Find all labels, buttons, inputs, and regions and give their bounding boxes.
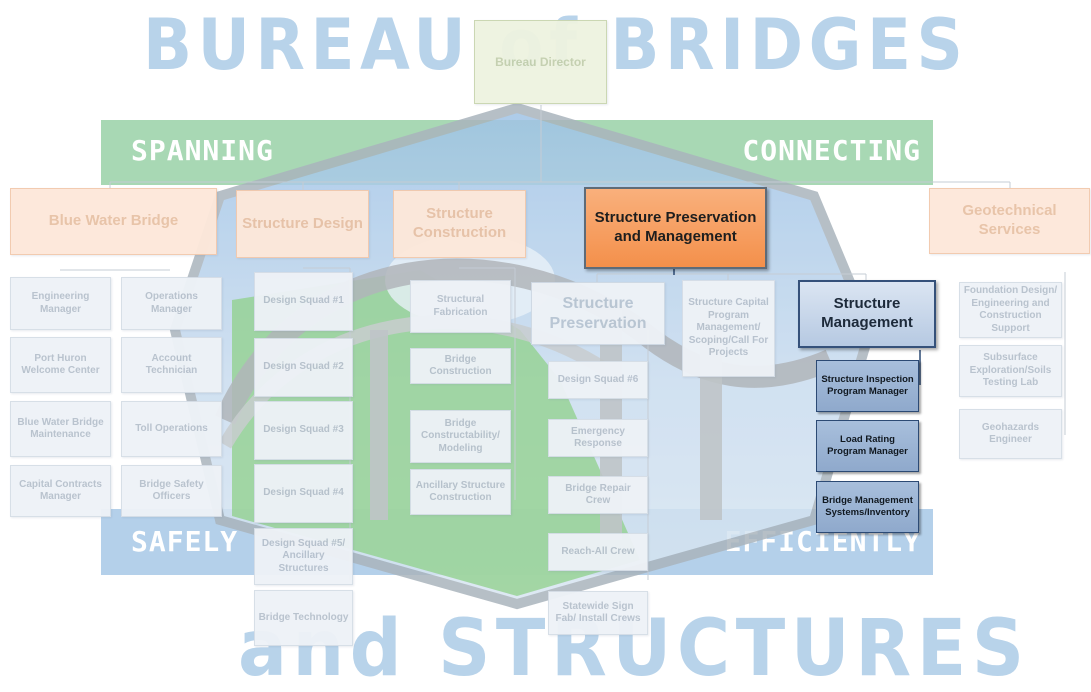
connecting-word: CONNECTING	[742, 134, 921, 167]
geotechnical-unit-box: Subsurface Exploration/Soils Testing Lab	[959, 345, 1062, 397]
structure-preservation-management-box: Structure Preservation and Management	[584, 187, 767, 269]
structure-management-box: Structure Management	[798, 280, 936, 348]
design-squad-box: Design Squad #3	[254, 401, 353, 460]
preservation-unit-box: Reach-All Crew	[548, 533, 648, 571]
construction-unit-box: Bridge Constructability/ Modeling	[410, 410, 511, 463]
design-squad-box: Design Squad #1	[254, 272, 353, 331]
geotechnical-unit-box: Geohazards Engineer	[959, 409, 1062, 459]
geotechnical-unit-box: Foundation Design/ Engineering and Const…	[959, 282, 1062, 338]
construction-unit-box: Structural Fabrication	[410, 280, 511, 333]
construction-unit-box: Ancillary Structure Construction	[410, 469, 511, 515]
bwb-unit-box: Account Technician	[121, 337, 222, 393]
management-unit-box: Load Rating Program Manager	[816, 420, 919, 472]
design-squad-box: Bridge Technology	[254, 590, 353, 646]
bwb-unit-box: Operations Manager	[121, 277, 222, 330]
safely-word: SAFELY	[131, 525, 239, 558]
structure-construction-box: Structure Construction	[393, 190, 526, 258]
preservation-unit-box: Design Squad #6	[548, 361, 648, 399]
design-squad-box: Design Squad #5/ Ancillary Structures	[254, 528, 353, 585]
design-squad-box: Design Squad #2	[254, 338, 353, 397]
preservation-unit-box: Bridge Repair Crew	[548, 476, 648, 514]
geotechnical-services-box: Geotechnical Services	[929, 188, 1090, 254]
blue-water-bridge-box: Blue Water Bridge	[10, 188, 217, 255]
capital-program-box: Structure Capital Program Management/ Sc…	[682, 280, 775, 377]
management-unit-box: Bridge Management Systems/Inventory	[816, 481, 919, 533]
design-squad-box: Design Squad #4	[254, 464, 353, 523]
structure-design-box: Structure Design	[236, 190, 369, 258]
management-unit-box: Structure Inspection Program Manager	[816, 360, 919, 412]
spanning-word: SPANNING	[131, 134, 274, 167]
bwb-unit-box: Bridge Safety Officers	[121, 465, 222, 517]
bwb-unit-box: Port Huron Welcome Center	[10, 337, 111, 393]
construction-unit-box: Bridge Construction	[410, 348, 511, 384]
preservation-unit-box: Statewide Sign Fab/ Install Crews	[548, 591, 648, 635]
preservation-unit-box: Emergency Response	[548, 419, 648, 457]
bureau-director-box: Bureau Director	[474, 20, 607, 104]
bwb-unit-box: Engineering Manager	[10, 277, 111, 330]
bwb-unit-box: Capital Contracts Manager	[10, 465, 111, 517]
structure-preservation-box: Structure Preservation	[531, 282, 665, 345]
bwb-unit-box: Blue Water Bridge Maintenance	[10, 401, 111, 457]
bwb-unit-box: Toll Operations	[121, 401, 222, 457]
